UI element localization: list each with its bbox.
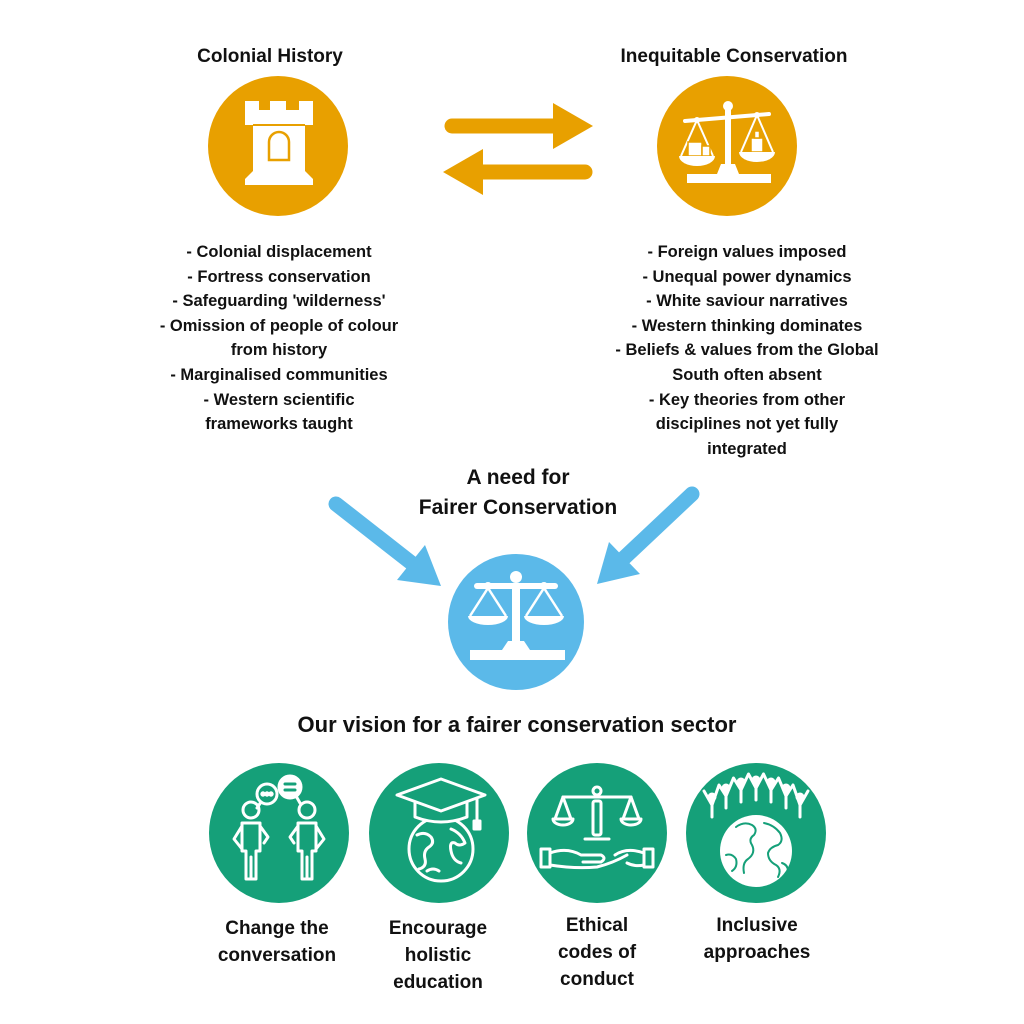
scales-in-hands-icon [539, 785, 655, 870]
pillar-label-inclusion: Inclusive approaches [703, 915, 811, 963]
globe-graduation-cap-icon [395, 777, 487, 883]
pillar-label-education: Encourage holistic education [388, 918, 488, 993]
colonial-history-badge [208, 76, 348, 216]
list-item: - Marginalised communities [170, 365, 388, 384]
balance-scale-weights-icon [679, 101, 775, 183]
castle-tower-icon [245, 101, 313, 185]
list-item: - Western thinking dominates [631, 316, 863, 335]
vision-title: Our vision for a fairer conservation sec… [297, 712, 737, 737]
colonial-history-list: - Colonial displacement - Fortress conse… [79, 240, 479, 437]
list-item: - Colonial displacement [186, 243, 372, 261]
list-item: - Beliefs & values from the Global South… [615, 341, 879, 384]
colonial-history-title: Colonial History [197, 46, 343, 67]
fairer-conservation-heading: A need for Fairer Conservation [418, 466, 618, 519]
globe-people-holding-hands-icon [702, 772, 810, 887]
pillar-badge-conversation [209, 763, 349, 903]
pillar-label-conversation: Change the conversation [217, 918, 337, 966]
list-item: - Omission of people of colour from hist… [159, 316, 399, 360]
list-item: - Foreign values imposed [647, 243, 847, 261]
list-item: - Unequal power dynamics [642, 267, 852, 286]
arrow-right-icon [444, 103, 593, 149]
people-conversation-icon [232, 774, 326, 881]
list-item: - Key theories from other disciplines no… [648, 390, 846, 458]
inequitable-conservation-badge [657, 76, 797, 216]
list-item: - Fortress conservation [187, 267, 371, 286]
list-item: - White saviour narratives [646, 292, 848, 311]
list-item: - Safeguarding 'wilderness' [172, 292, 386, 311]
justice-scale-icon [468, 571, 565, 660]
fairer-conservation-badge [448, 554, 584, 690]
list-item: - Western scientific frameworks taught [203, 390, 355, 434]
inequitable-conservation-title: Inequitable Conservation [620, 46, 848, 67]
inequitable-conservation-list: - Foreign values imposed - Unequal power… [547, 240, 947, 461]
pillar-badge-education [369, 763, 509, 903]
arrow-left-icon [443, 149, 593, 195]
pillar-label-ethics: Ethical codes of conduct [557, 915, 637, 990]
pillar-badge-ethics [527, 763, 667, 903]
pillar-badge-inclusion [686, 763, 826, 903]
